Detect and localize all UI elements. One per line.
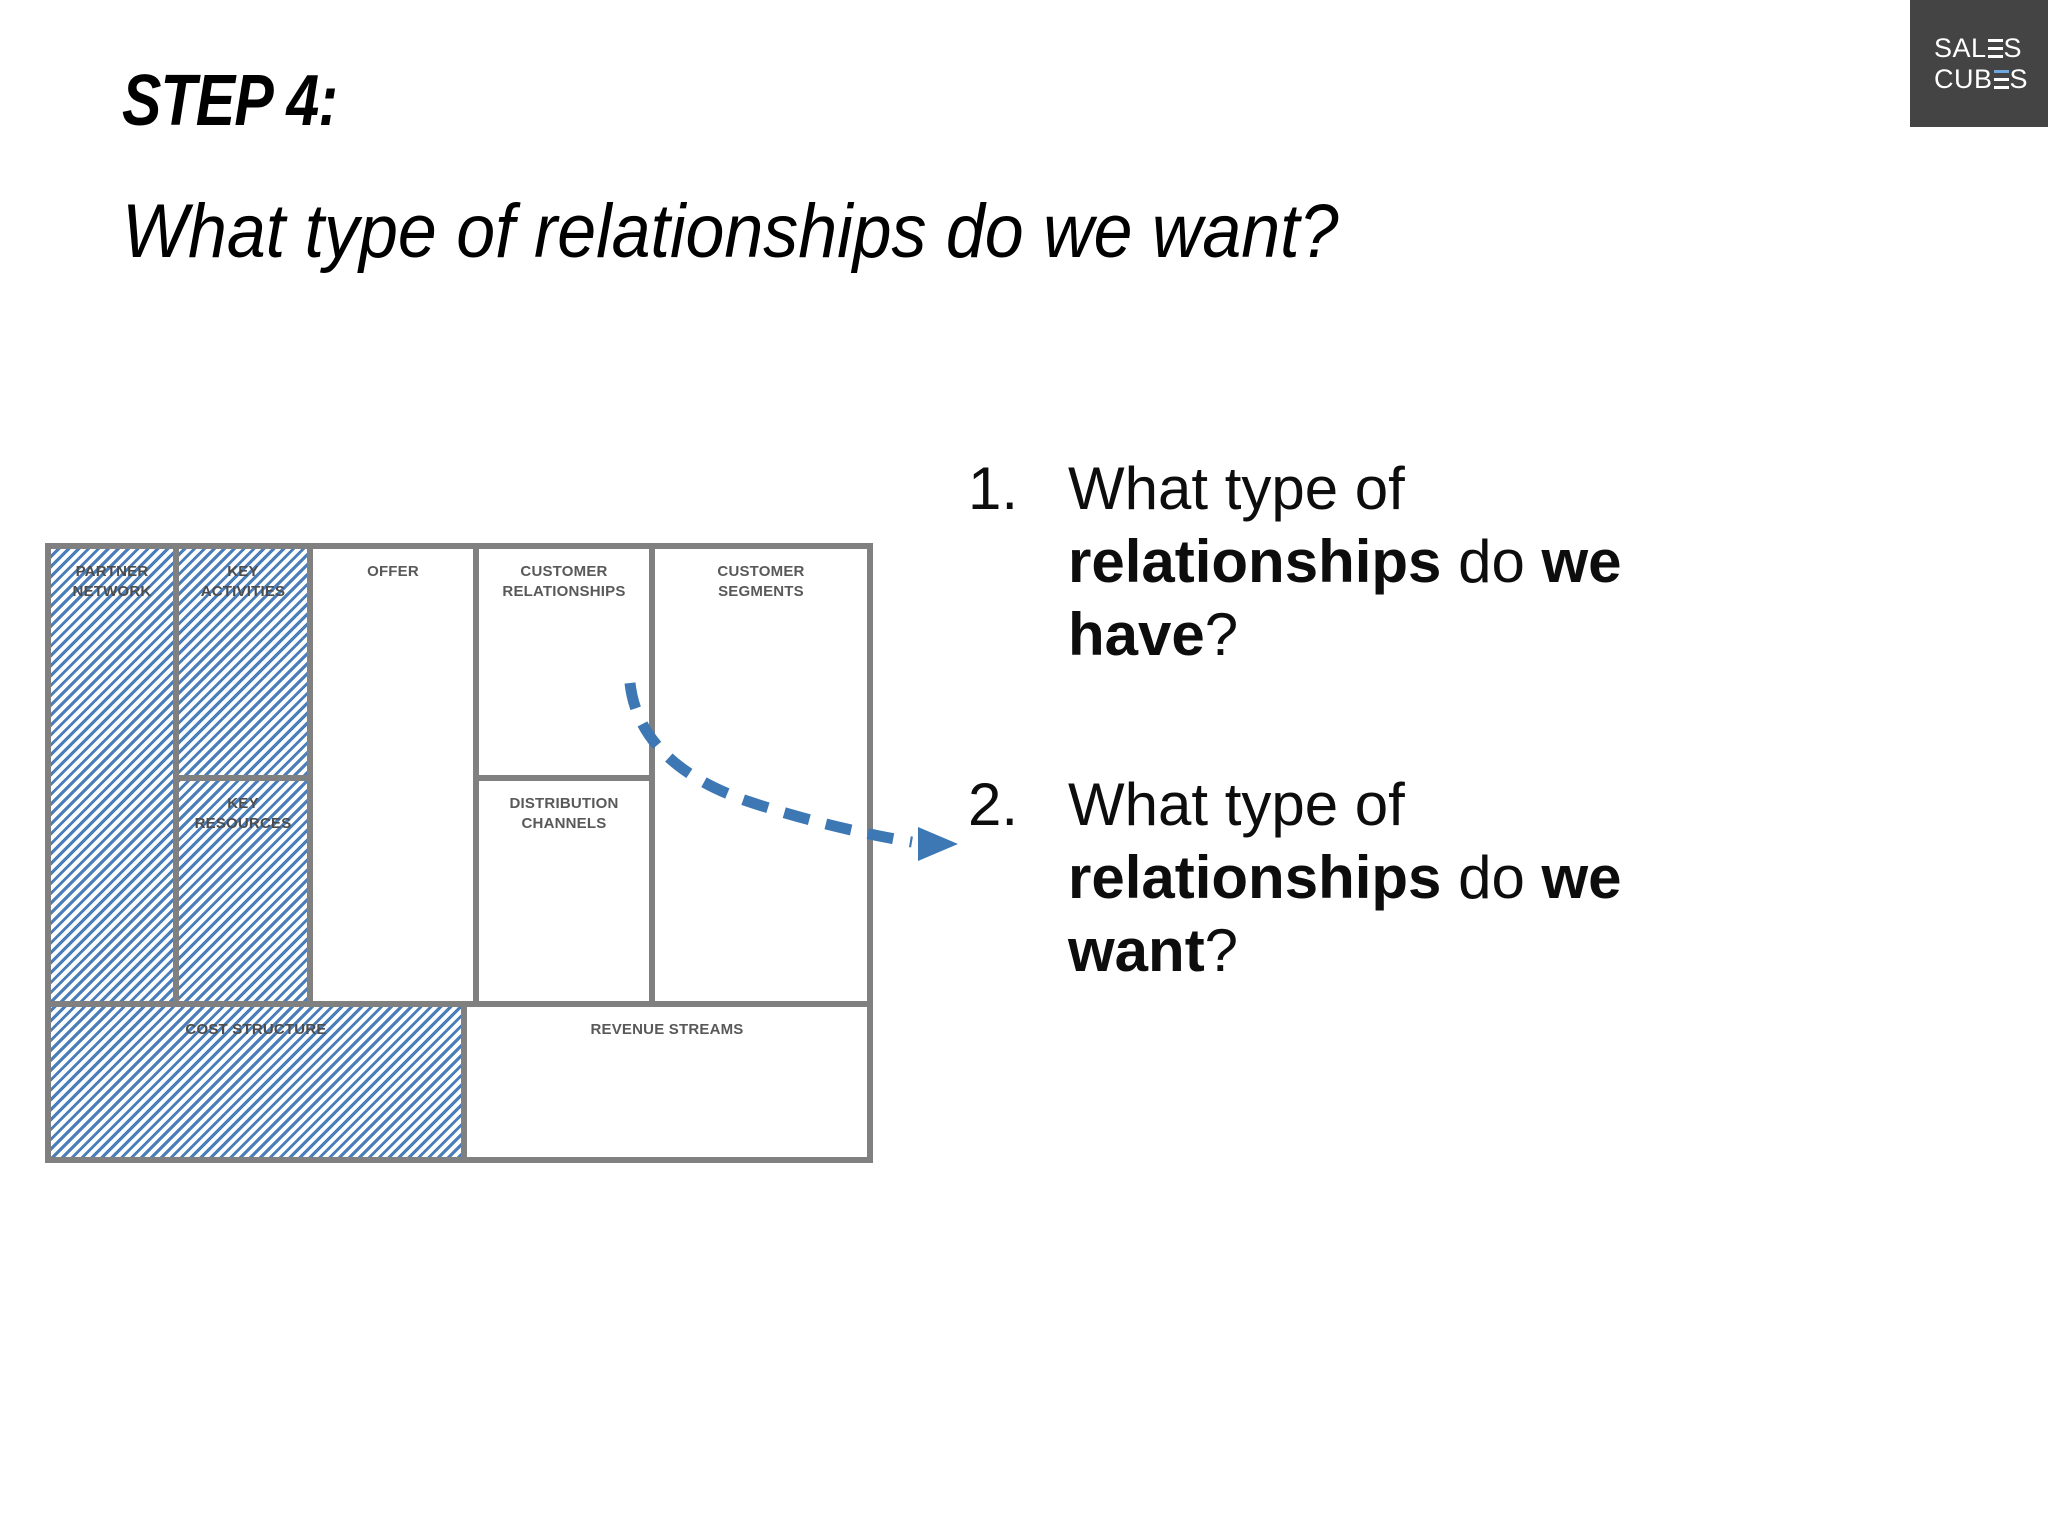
q1-part2: do bbox=[1441, 528, 1542, 596]
q1-bold1: relationships bbox=[1068, 528, 1442, 596]
q2-bold2: we want bbox=[1068, 843, 1622, 984]
canvas-divider-vertical bbox=[173, 549, 179, 1007]
logo-line-cubes: CUB S bbox=[1934, 64, 2028, 95]
business-model-canvas: PARTNER NETWORK KEY ACTIVITIES KEY RESOU… bbox=[45, 543, 873, 1163]
list-item[interactable]: 2. What type of relationships do we want… bbox=[968, 768, 1788, 988]
logo-text-sal: SAL bbox=[1934, 32, 1987, 63]
canvas-cell-label: REVENUE STREAMS bbox=[590, 1021, 744, 1038]
canvas-cell-partner-network[interactable]: PARTNER NETWORK bbox=[51, 549, 173, 1001]
q2-bold1: relationships bbox=[1068, 843, 1442, 911]
logo-text-cub: CUB bbox=[1934, 63, 1993, 94]
logo-text-s2: S bbox=[2009, 63, 2029, 94]
arrow-head-icon bbox=[918, 827, 958, 861]
list-item[interactable]: 1. What type of relationships do we have… bbox=[968, 452, 1788, 672]
canvas-divider-horizontal bbox=[179, 775, 307, 781]
q1-part3: ? bbox=[1204, 601, 1239, 669]
list-item-text: What type of relationships do we want? bbox=[1068, 768, 1788, 988]
canvas-cell-label: PARTNER NETWORK bbox=[72, 563, 152, 601]
canvas-cell-key-resources[interactable]: KEY RESOURCES bbox=[179, 781, 307, 1001]
logo-e-icon bbox=[1987, 38, 2003, 58]
q2-part3: ? bbox=[1204, 916, 1239, 984]
logo-text-s: S bbox=[2003, 32, 2023, 63]
canvas-divider-horizontal bbox=[51, 1001, 867, 1007]
canvas-cell-offer[interactable]: OFFER bbox=[313, 549, 473, 1001]
list-item-number: 2. bbox=[968, 770, 1019, 838]
list-item-text: What type of relationships do we have? bbox=[1068, 452, 1788, 672]
logo-line-sales: SAL S bbox=[1934, 33, 2022, 64]
q1-part1: What type of bbox=[1068, 455, 1405, 522]
canvas-cell-customer-segments[interactable]: CUSTOMER SEGMENTS bbox=[655, 549, 867, 1001]
canvas-cell-label: KEY RESOURCES bbox=[194, 795, 292, 833]
canvas-cell-customer-relationships[interactable]: CUSTOMER RELATIONSHIPS bbox=[479, 549, 649, 775]
sales-cubes-logo: SAL S CUB S bbox=[1910, 0, 2048, 127]
q2-part1: What type of bbox=[1068, 770, 1405, 838]
q1-bold2: we have bbox=[1068, 528, 1622, 669]
canvas-cell-label: CUSTOMER RELATIONSHIPS bbox=[502, 563, 626, 601]
canvas-cell-label: KEY ACTIVITIES bbox=[200, 563, 286, 601]
canvas-divider-vertical bbox=[461, 1007, 467, 1157]
q2-part2: do bbox=[1441, 843, 1542, 911]
canvas-cell-cost-structure[interactable]: COST STRUCTURE bbox=[51, 1007, 461, 1157]
canvas-divider-vertical bbox=[649, 549, 655, 1007]
canvas-cell-label: CUSTOMER SEGMENTS bbox=[717, 563, 805, 601]
page-title-step: STEP 4: bbox=[122, 61, 338, 141]
logo-e-accent-icon bbox=[1993, 69, 2009, 89]
canvas-divider-vertical bbox=[473, 549, 479, 1007]
canvas-cell-key-activities[interactable]: KEY ACTIVITIES bbox=[179, 549, 307, 775]
canvas-cell-label: COST STRUCTURE bbox=[185, 1021, 327, 1038]
canvas-divider-vertical bbox=[307, 549, 313, 1007]
canvas-divider-horizontal bbox=[479, 775, 649, 781]
canvas-cell-revenue-streams[interactable]: REVENUE STREAMS bbox=[467, 1007, 867, 1157]
canvas-cell-label: DISTRIBUTION CHANNELS bbox=[509, 795, 619, 833]
question-list: 1. What type of relationships do we have… bbox=[968, 452, 1788, 987]
canvas-cell-label: OFFER bbox=[367, 563, 419, 580]
canvas-cell-distribution-channels[interactable]: DISTRIBUTION CHANNELS bbox=[479, 781, 649, 1001]
list-item-number: 1. bbox=[968, 455, 1019, 522]
page-subtitle: What type of relationships do we want? bbox=[122, 189, 1339, 274]
